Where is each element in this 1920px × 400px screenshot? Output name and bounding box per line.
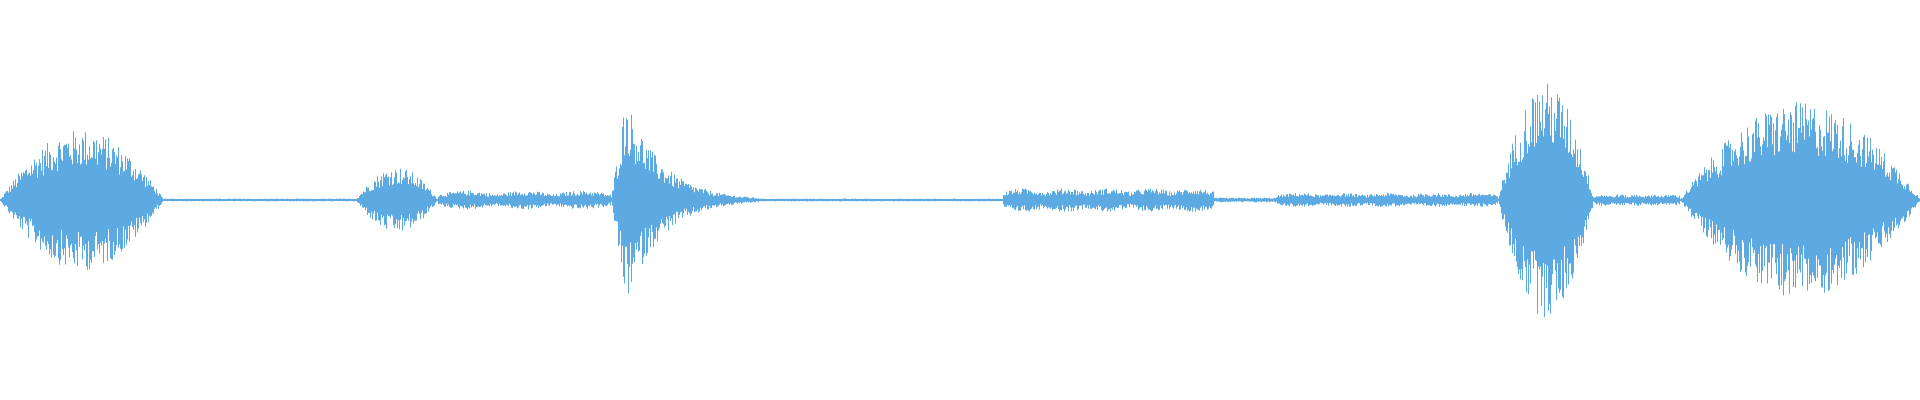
- waveform-bars: [0, 83, 1920, 318]
- waveform-samples: [0, 83, 1920, 318]
